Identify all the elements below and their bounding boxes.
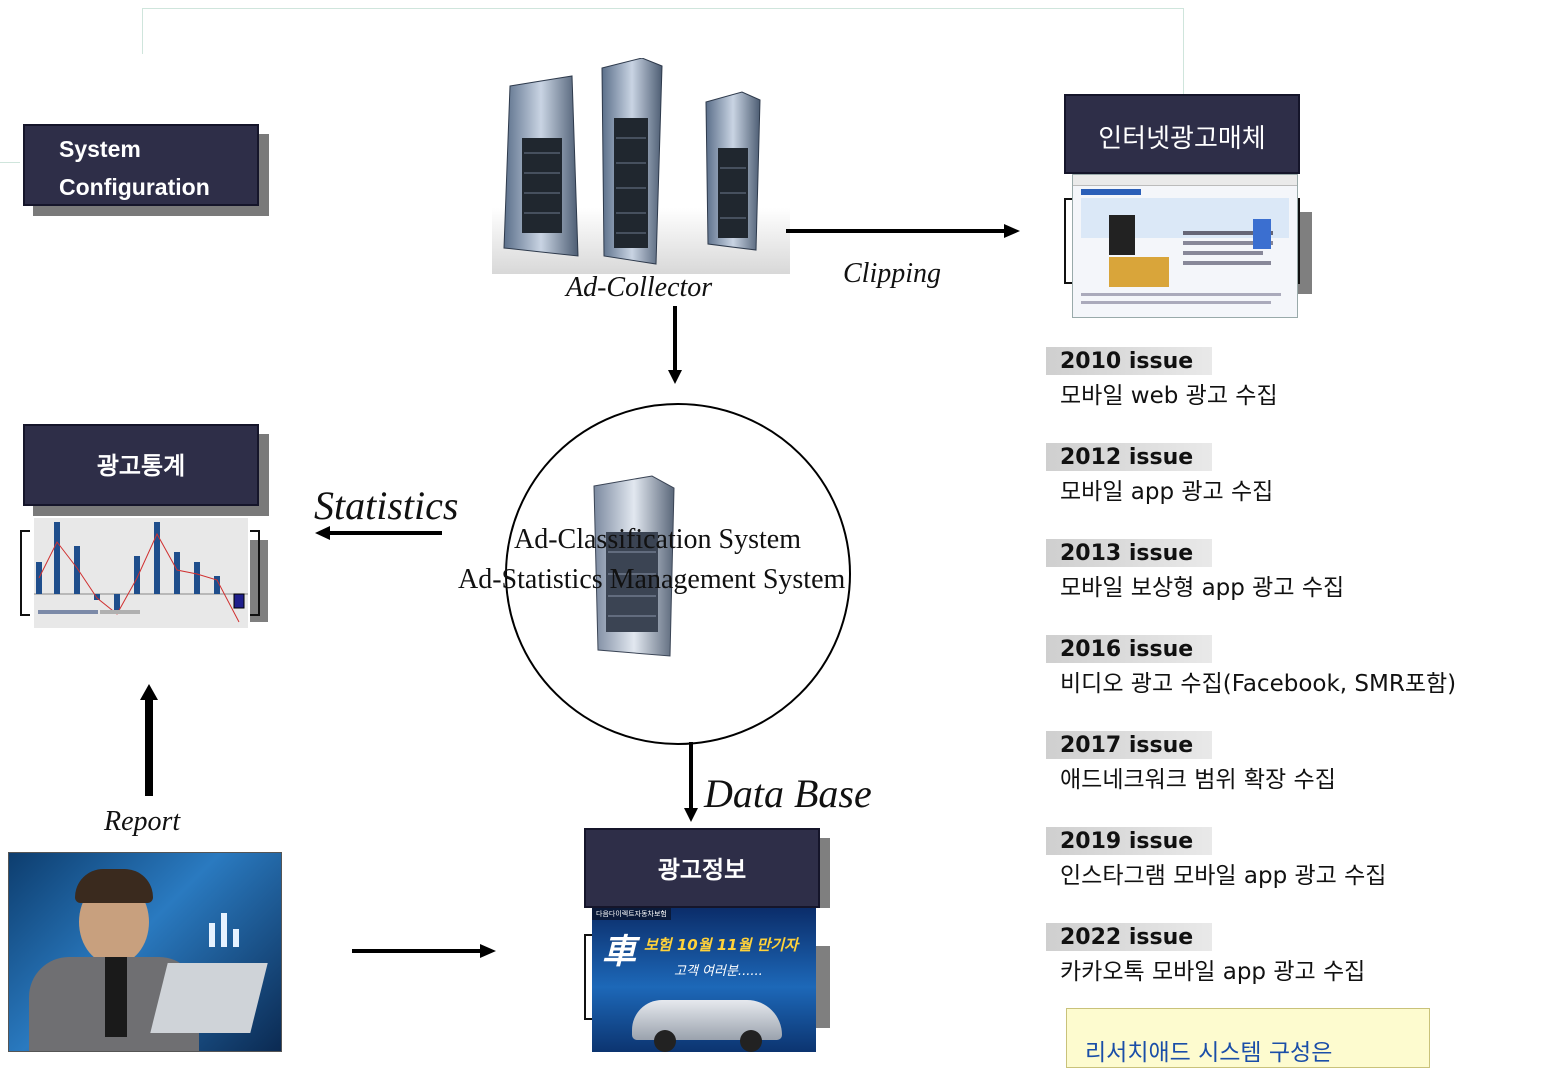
issue-description: 인스타그램 모바일 app 광고 수집 [1060,863,1387,889]
stats-bracket-right [250,530,260,616]
ad-info-label: 광고정보 [657,856,747,884]
report-label: Report [104,806,181,837]
statistics-label: Statistics [314,483,459,528]
media-bracket-left [1064,198,1074,284]
info-shadow-tab-bottom [816,946,830,1028]
classification-line-2: Ad-Statistics Management System [458,564,846,595]
info-bracket-left [584,934,594,1020]
internet-ad-media-box: 인터넷광고매체 [1064,94,1300,174]
statistics-chart-thumbnail [34,518,248,628]
issue-description: 비디오 광고 수집(Facebook, SMR포함) [1060,671,1457,697]
config-line-1: System [59,136,141,162]
note-box: 리서치애드 시스템 구성은 [1066,1008,1430,1068]
statistics-arrow [315,526,442,540]
database-down-arrow [684,742,698,822]
collector-down-arrow [668,306,682,384]
classification-line-1: Ad-Classification System [514,524,801,555]
config-line-2: Configuration [59,174,210,200]
report-to-info-arrow [352,944,496,958]
ad-car-character: 車 [602,932,636,972]
ad-collector-label: Ad-Collector [566,272,713,303]
issue-description: 모바일 web 광고 수집 [1060,383,1278,409]
issue-year: 2017 issue [1046,731,1212,759]
note-text: 리서치애드 시스템 구성은 [1085,1040,1333,1066]
issue-year: 2022 issue [1046,923,1212,951]
issue-description: 모바일 보상형 app 광고 수집 [1060,575,1345,601]
clipping-label: Clipping [843,258,942,289]
internet-ad-media-label: 인터넷광고매체 [1098,124,1266,154]
report-up-arrow [140,684,158,796]
issue-year: 2012 issue [1046,443,1212,471]
issue-description: 카카오톡 모바일 app 광고 수집 [1060,959,1366,985]
ad-statistics-box: 광고통계 [23,424,259,506]
ad-headline: 보험 10월 11월 만기자 [644,936,799,954]
analyst-photo [8,852,282,1052]
ad-subtext: 고객 여러분...... [674,964,763,979]
issue-year: 2019 issue [1046,827,1212,855]
issue-year: 2010 issue [1046,347,1212,375]
ad-header: 다음다이렉트자동차보험 [592,908,671,920]
issue-description: 애드네크워크 범위 확장 수집 [1060,767,1336,793]
car-insurance-ad: 다음다이렉트자동차보험 車 보험 10월 11월 만기자 고객 여러분.....… [592,908,816,1052]
server-cluster-icon [492,58,790,274]
stats-bracket-left [20,530,30,616]
website-screenshot [1072,174,1298,318]
system-configuration-box: System Configuration [23,124,259,206]
media-shadow-tab [1296,212,1312,294]
clipping-arrow [786,224,1020,238]
ad-statistics-label: 광고통계 [96,452,186,480]
ad-info-box: 광고정보 [584,828,820,908]
issue-year: 2016 issue [1046,635,1212,663]
issue-description: 모바일 app 광고 수집 [1060,479,1274,505]
issue-year: 2013 issue [1046,539,1212,567]
database-label: Data Base [704,771,872,816]
classification-circle [505,403,851,745]
